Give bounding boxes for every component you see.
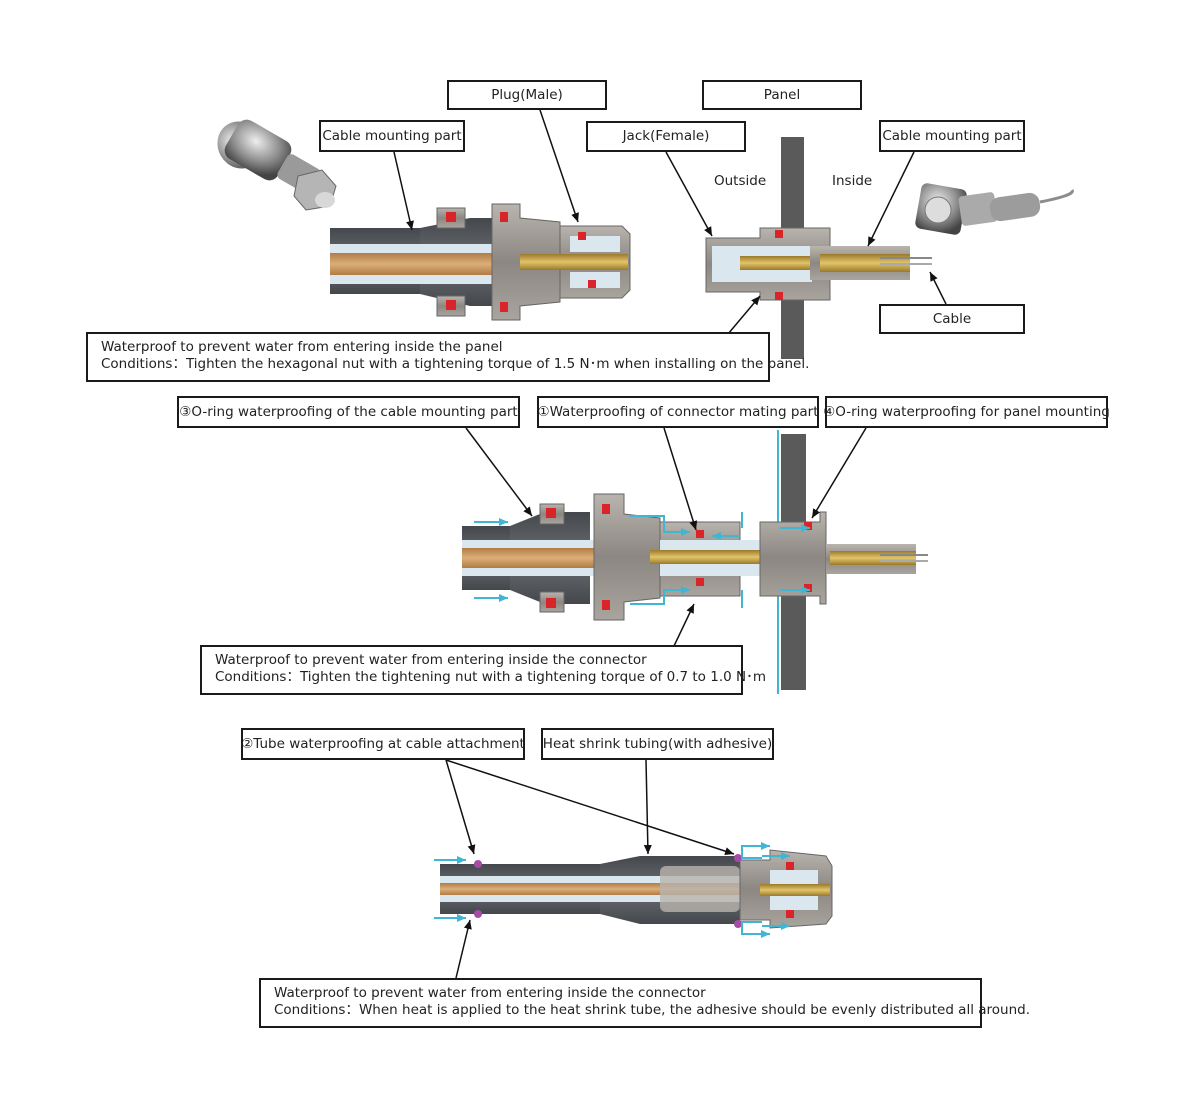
oring-cable-mount-label: ③O-ring waterproofing of the cable mount… [177,396,520,428]
heat-note-line1: Waterproof to prevent water from enterin… [274,985,706,1001]
plug-photo-icon [217,119,337,211]
heat-note-line2: Conditions：When heat is applied to the h… [274,1002,1031,1018]
jack-photo-icon [915,183,1074,235]
mated-cross-section [462,493,928,621]
panel-note-line1: Waterproof to prevent water from enterin… [101,339,503,355]
heat-shrink-waterproof-note: Waterproof to prevent water from enterin… [259,978,1031,1028]
heat-shrink-label: Heat shrink tubing(with adhesive) [541,728,774,760]
panel-waterproof-note: Waterproof to prevent water from enterin… [86,332,810,382]
water-flow-arrows-bottom [434,842,790,938]
connector-note-line1: Waterproof to prevent water from enterin… [215,652,647,668]
tube-waterproof-label: ②Tube waterproofing at cable attachment [241,728,525,760]
water-flow-arrows-middle [474,512,810,608]
connector-waterproof-note: Waterproof to prevent water from enterin… [200,645,766,695]
cable-mounting-label-left: Cable mounting part [319,120,465,152]
cable-label: Cable [879,304,1025,334]
panel-note-line2: Conditions：Tighten the hexagonal nut wit… [101,356,810,372]
oring-panel-mount-label: ④O-ring waterproofing for panel mounting [823,396,1110,428]
panel-label: Panel [702,80,862,110]
plug-cross-section [330,203,631,321]
jack-cross-section [705,227,932,301]
inside-label: Inside [832,173,873,189]
connector-note-line2: Conditions：Tighten the tightening nut wi… [215,669,766,685]
mating-waterproof-label: ①Waterproofing of connector mating part [537,396,819,428]
plug-label: Plug(Male) [447,80,607,110]
outside-label: Outside [714,173,767,189]
jack-label: Jack(Female) [586,121,746,152]
heat-shrink-cross-section [440,849,833,929]
cable-mounting-label-right: Cable mounting part [879,120,1025,152]
